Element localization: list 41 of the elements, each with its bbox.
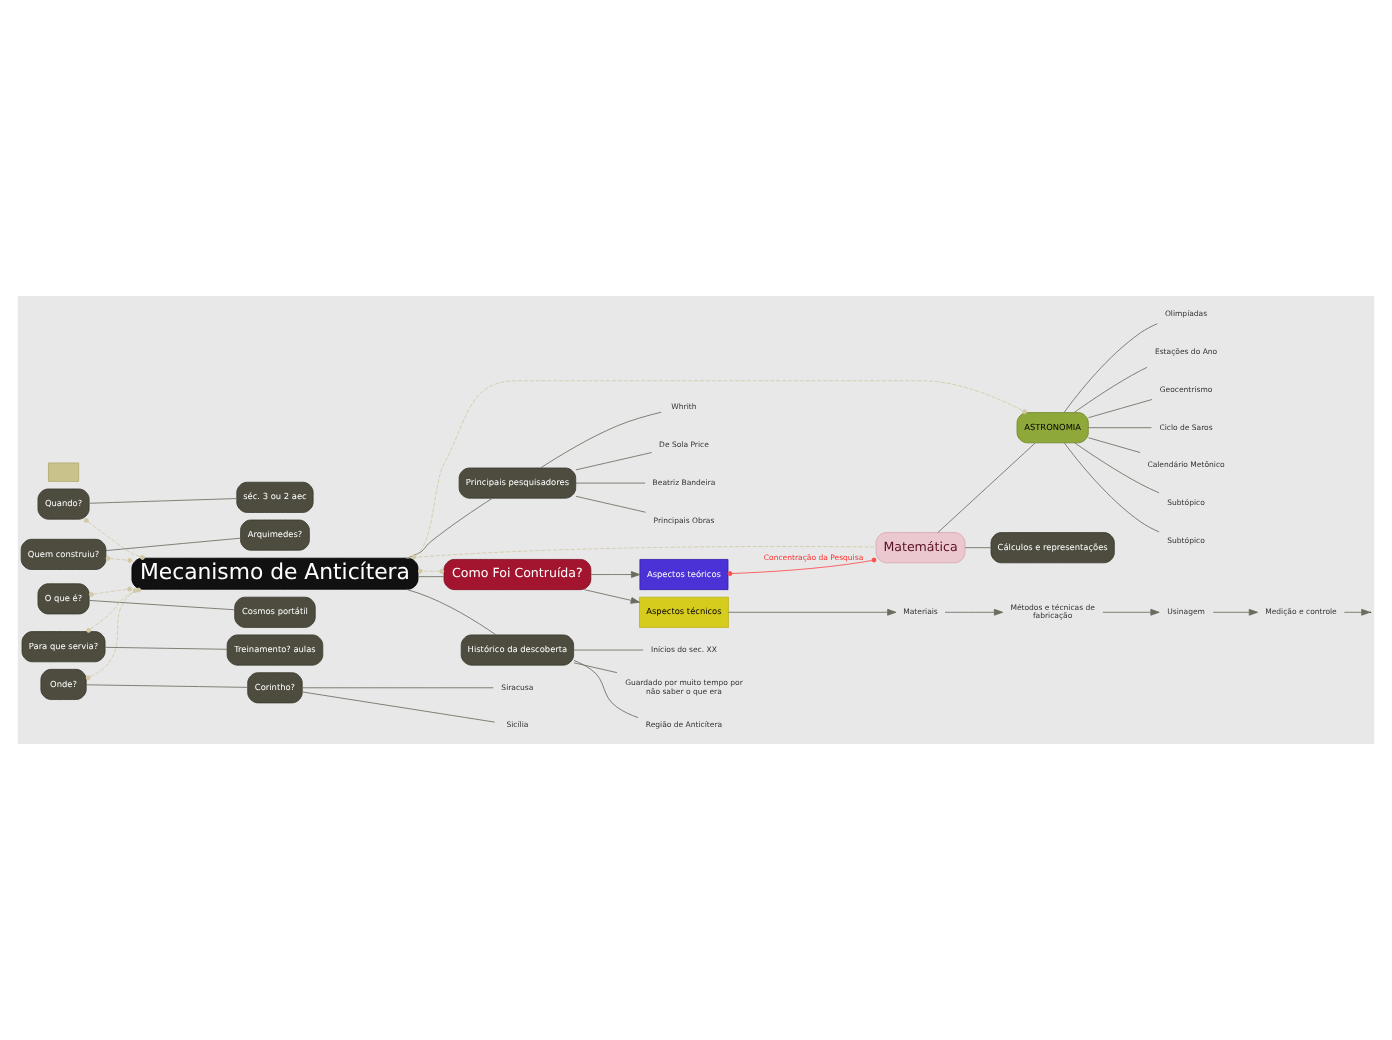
connector [1073,366,1148,413]
connector [964,547,992,549]
connector [105,537,241,551]
arrow [944,608,1004,616]
connector [1088,399,1153,419]
connector [1074,442,1160,494]
connector [1063,442,1160,533]
connector [88,586,133,597]
connector [88,498,237,504]
connector [407,497,493,559]
arrow [583,589,640,604]
connector [1088,437,1141,453]
connector [86,684,248,688]
connector [88,600,236,611]
arrow [1212,608,1259,616]
arrow [1343,608,1371,616]
connector [575,495,647,513]
connector [301,687,494,689]
arrow [728,608,897,616]
connector [405,546,877,559]
connector [417,568,445,574]
arrow [590,571,641,578]
connector [405,588,497,636]
connector [301,691,496,723]
connector [411,380,1027,560]
connector [937,442,1036,533]
connector [573,660,639,718]
connector [105,556,133,563]
connector [540,411,662,469]
connector [575,452,653,471]
connector [575,482,646,484]
connector [573,662,618,674]
connector [104,646,228,650]
arrow [1102,608,1160,616]
connector [83,518,145,560]
connector [1063,323,1158,413]
connector [727,557,877,576]
connector [1088,427,1152,429]
connector [573,649,644,651]
node-box [48,462,80,482]
connector [417,576,445,578]
